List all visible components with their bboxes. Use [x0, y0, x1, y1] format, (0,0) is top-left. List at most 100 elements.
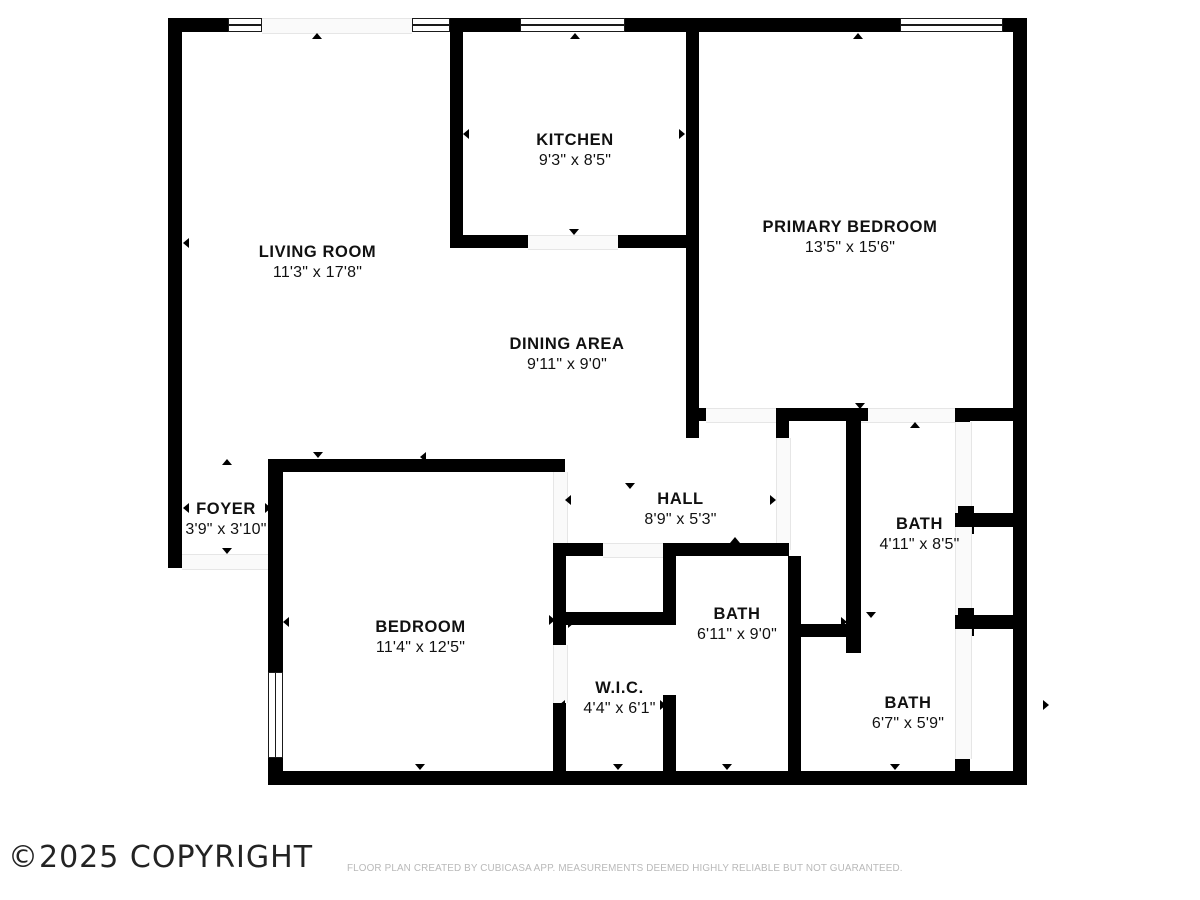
dimension-marker-kitchen-right — [679, 129, 685, 139]
kitchen-doorway-opening — [528, 235, 618, 250]
primary-bedroom-wall-bottom-a — [686, 408, 706, 421]
dimension-marker-kitchen-bottom — [569, 229, 579, 235]
room-name: BATH — [884, 694, 932, 712]
dimension-marker-foyer-right — [265, 503, 271, 513]
primary-bedroom-doorway-opening — [706, 408, 778, 423]
room-dimensions: 6'11" x 9'0" — [696, 626, 778, 644]
room-dimensions: 11'3" x 17'8" — [272, 264, 363, 282]
window-primary-bedroom — [900, 18, 1003, 32]
dimension-marker-bedroom-top-c — [415, 464, 425, 470]
dimension-marker-living-left — [183, 238, 189, 248]
room-label-bath-main: BATH 6'11" x 9'0" — [662, 604, 812, 646]
closet-door-opening — [776, 438, 791, 550]
room-label-bath-third: BATH 6'7" x 5'9" — [833, 693, 983, 735]
exterior-wall-foyer-stub — [168, 554, 182, 568]
room-label-hall: HALL 8'9" x 5'3" — [588, 489, 773, 531]
bedroom-doorway-opening — [553, 472, 568, 543]
room-dimensions: 3'9" x 3'10" — [185, 521, 267, 539]
room-label-living-room: LIVING ROOM 11'3" x 17'8" — [200, 242, 435, 284]
closet-wall-top — [776, 408, 868, 421]
copyright-notice: ©2025 COPYRIGHT — [8, 840, 314, 875]
dimension-marker-wic-right — [660, 700, 666, 710]
right-closet-opening-upper — [955, 422, 972, 522]
living-room-top-glazing — [262, 18, 412, 34]
exterior-wall-left — [168, 18, 182, 568]
wic-wall-right — [663, 543, 676, 625]
dimension-marker-wic-left — [559, 700, 565, 710]
dimension-marker-primary-bath-right — [962, 510, 968, 520]
right-closet-wall-upper — [955, 408, 970, 422]
window-bedroom — [268, 672, 283, 758]
room-dimensions: 4'11" x 8'5" — [879, 536, 960, 554]
room-label-walk-in-closet: W.I.C. 4'4" x 6'1" — [547, 678, 692, 720]
bedroom-wall-left-upper — [268, 459, 283, 672]
window-living-room-a — [228, 18, 262, 32]
room-dimensions: 6'7" x 5'9" — [871, 715, 945, 733]
kitchen-wall-bottom-left — [450, 235, 528, 248]
dimension-marker-bedroom-right — [565, 495, 571, 505]
dimension-marker-kitchen-left — [463, 129, 469, 139]
room-name: DINING AREA — [509, 335, 625, 353]
right-closet-opening-mid — [955, 527, 972, 615]
dimension-marker-living-top — [312, 33, 322, 39]
room-label-bath-primary: BATH 4'11" x 8'5" — [847, 514, 992, 556]
window-living-room-b — [412, 18, 450, 32]
right-closet-opening-lower — [955, 629, 972, 759]
room-dimensions: 4'4" x 6'1" — [583, 700, 656, 718]
room-dimensions: 13'5" x 15'6" — [804, 239, 896, 257]
wic-wall-top — [566, 612, 676, 625]
dimension-marker-hall-right — [770, 495, 776, 505]
dimension-marker-bedroom-bottom — [415, 764, 425, 770]
room-name: BEDROOM — [375, 618, 466, 636]
dimension-marker-bedroom-right-b — [549, 615, 555, 625]
room-dimensions: 11'4" x 12'5" — [375, 639, 466, 657]
dimension-marker-bath-main-left — [568, 618, 574, 628]
foyer-entry-opening — [182, 554, 270, 570]
hall-wall-bottom-right — [663, 543, 788, 556]
primary-bedroom-wall-left — [686, 18, 699, 438]
dimension-marker-wic-bottom — [613, 764, 623, 770]
dimension-marker-bath-third-right — [1043, 700, 1049, 710]
bedroom-wall-left-lower — [268, 758, 283, 774]
bath-main-wall-right — [788, 556, 801, 771]
dimension-marker-bedroom-left — [283, 617, 289, 627]
dimension-marker-primary-bath-top-b — [855, 403, 865, 409]
exterior-wall-top-left — [168, 18, 228, 32]
kitchen-wall-left — [450, 18, 463, 248]
dimension-marker-bedroom-top-a — [313, 452, 323, 458]
room-label-bedroom: BEDROOM 11'4" x 12'5" — [308, 617, 533, 659]
dimension-marker-kitchen-top — [570, 33, 580, 39]
primary-bedroom-wall-bottom-c — [960, 408, 1027, 421]
dimension-marker-primary-bath-left — [853, 510, 859, 520]
dimension-marker-bath-third-bottom — [890, 764, 900, 770]
room-name: HALL — [657, 490, 704, 508]
closet-wall-right — [846, 408, 861, 653]
dimension-marker-primary-top — [853, 33, 863, 39]
hall-wall-bottom-left — [553, 543, 603, 556]
exterior-wall-top-mid2 — [625, 18, 900, 32]
hall-bath-doorway-opening — [603, 543, 663, 558]
dimension-marker-foyer-bottom — [222, 548, 232, 554]
room-dimensions: 8'9" x 5'3" — [644, 511, 717, 529]
primary-bath-entry-opening — [860, 408, 960, 423]
exterior-wall-bottom — [268, 771, 1027, 785]
room-name: LIVING ROOM — [258, 243, 377, 261]
dimension-marker-primary-right — [1015, 215, 1021, 225]
room-name: PRIMARY BEDROOM — [762, 218, 938, 236]
room-label-foyer: FOYER 3'9" x 3'10" — [156, 499, 296, 541]
dimension-marker-foyer-left — [183, 503, 189, 513]
dimension-marker-foyer-top — [222, 459, 232, 465]
closet-wall-left-stub-top — [776, 408, 789, 438]
room-name: BATH — [713, 605, 761, 623]
room-name: FOYER — [196, 500, 256, 518]
bedroom-wall-right-bottom — [553, 703, 566, 773]
dimension-marker-primary-bath-top — [910, 422, 920, 428]
window-kitchen — [520, 18, 625, 32]
bedroom-wall-right-lower — [553, 543, 566, 645]
exterior-wall-top-mid1 — [450, 18, 520, 32]
room-label-kitchen: KITCHEN 9'3" x 8'5" — [460, 130, 690, 172]
dimension-marker-bath-main-right — [841, 617, 847, 627]
room-dimensions: 9'3" x 8'5" — [538, 152, 612, 170]
room-name: W.I.C. — [595, 679, 644, 697]
